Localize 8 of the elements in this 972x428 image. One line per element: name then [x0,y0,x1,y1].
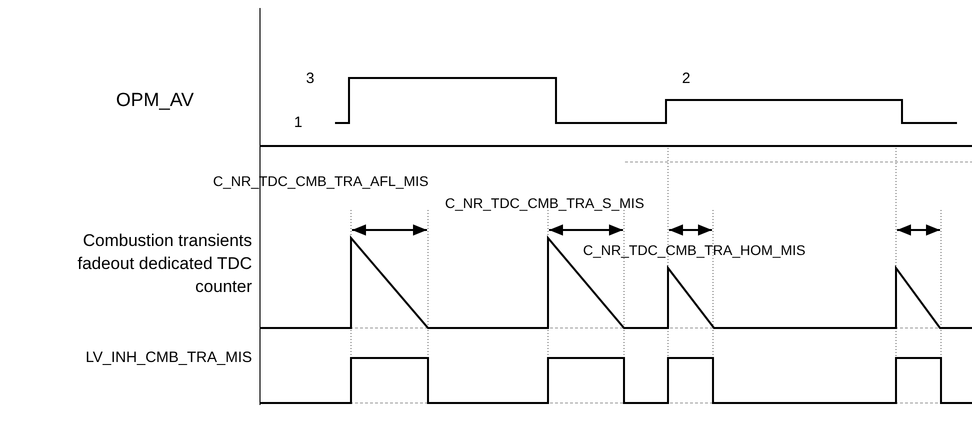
signal-name: Combustion transients fadeout dedicated TDC counter [76,230,252,298]
parameter-name: C_NR_TDC_CMB_TRA_HOM_MIS [583,241,806,260]
level-number: 3 [306,69,314,89]
level-number: 1 [294,113,302,133]
level-number: 2 [682,69,690,89]
signal-name: OPM_AV [116,89,194,113]
parameter-name: C_NR_TDC_CMB_TRA_S_MIS [445,194,644,213]
signal-name: LV_INH_CMB_TRA_MIS [84,348,252,368]
